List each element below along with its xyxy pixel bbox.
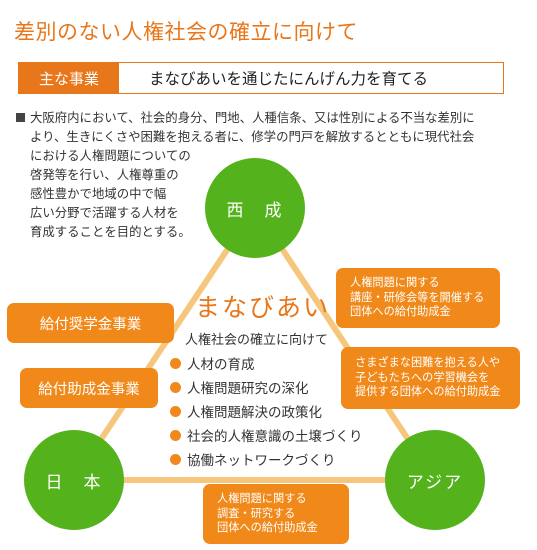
grant-box: 給付助成金事業 — [20, 368, 158, 408]
box-line: 人権問題に関する — [217, 492, 307, 506]
square-bullet-icon — [16, 113, 25, 122]
list-item-label: 社会的人権意識の土壌づくり — [187, 429, 363, 445]
list-item: 人材の育成 — [170, 353, 255, 373]
list-item-label: 協働ネットワークづくり — [187, 453, 336, 469]
box-line: 団体への給付助成金 — [350, 305, 451, 319]
subheader-bar: 主な事業 まなびあいを通じたにんげん力を育てる — [18, 62, 504, 94]
orange-dot-icon — [170, 381, 181, 393]
box-line: 調査・研究する — [217, 506, 296, 520]
subheader-text: まなびあいを通じたにんげん力を育てる — [149, 70, 429, 88]
description-line: 大阪府内において、社会的身分、門地、人種信条、又は性別による不当な差別に — [30, 110, 475, 125]
list-item-label: 人権問題解決の政策化 — [187, 405, 322, 421]
description-line: 広い分野で活躍する人材を — [30, 205, 179, 220]
description-line: 啓発等を行い、人権尊重の — [30, 167, 179, 182]
node-nishinari: 西 成 — [205, 158, 305, 258]
list-item: 社会的人権意識の土壌づくり — [170, 425, 363, 445]
description-line: における人権問題についての — [30, 148, 191, 163]
description-line: 感性豊かで地域の中で幅 — [30, 186, 167, 201]
research-grant-box: 人権問題に関する 調査・研究する 団体への給付助成金 — [203, 484, 349, 544]
box-line: 団体への給付助成金 — [217, 521, 318, 535]
list-item: 人権問題研究の深化 — [170, 377, 309, 397]
description-line: 育成することを目的とする。 — [30, 224, 191, 239]
list-item: 人権問題解決の政策化 — [170, 401, 322, 421]
list-item: 協働ネットワークづくり — [170, 449, 336, 469]
box-line: 提供する団体への給付助成金 — [355, 385, 501, 399]
description-line: より、生きにくさや困難を抱える者に、修学の門戸を解放するとともに現代社会 — [30, 129, 475, 144]
list-item-label: 人材の育成 — [187, 357, 255, 373]
box-line: さまざまな困難を抱える人や — [355, 356, 501, 370]
box-line: 講座・研修会等を開催する — [350, 290, 485, 304]
node-japan: 日 本 — [24, 430, 124, 530]
center-heading: まなびあい — [195, 293, 331, 322]
page-title: 差別のない人権社会の確立に向けて — [14, 20, 358, 44]
orange-dot-icon — [170, 453, 181, 465]
orange-dot-icon — [170, 405, 181, 417]
center-subheading: 人権社会の確立に向けて — [185, 333, 329, 348]
box-line: 人権問題に関する — [350, 276, 440, 290]
subheader-tag: 主な事業 — [19, 63, 119, 93]
box-line: 子どもたちへの学習機会を — [355, 370, 490, 384]
orange-dot-icon — [170, 357, 181, 369]
orange-dot-icon — [170, 429, 181, 441]
list-item-label: 人権問題研究の深化 — [187, 381, 309, 397]
lecture-grant-box: 人権問題に関する 講座・研修会等を開催する 団体への給付助成金 — [336, 268, 500, 328]
node-asia: アジア — [385, 430, 485, 530]
learning-grant-box: さまざまな困難を抱える人や 子どもたちへの学習機会を 提供する団体への給付助成金 — [341, 347, 520, 409]
scholarship-box: 給付奨学金事業 — [7, 303, 174, 343]
